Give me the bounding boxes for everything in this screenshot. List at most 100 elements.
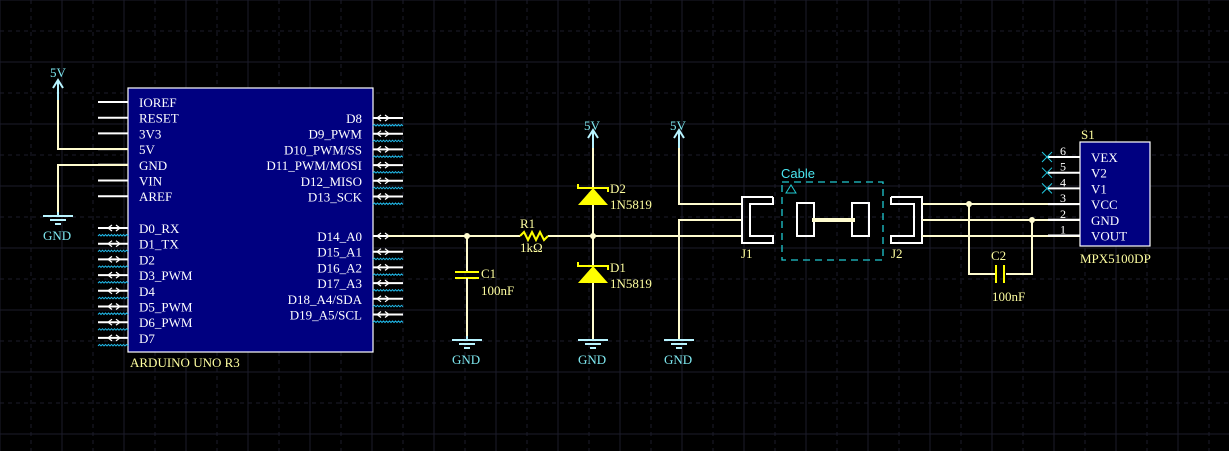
r1-designator: R1 <box>520 216 535 231</box>
pin-number: 3 <box>1060 191 1066 205</box>
arduino-pin[interactable]: D19_A5/SCL <box>290 308 404 324</box>
arduino-pin[interactable]: D4 <box>97 284 155 300</box>
bidir-io-icon <box>376 248 390 256</box>
pin-label: VEX <box>1091 150 1118 165</box>
arduino-pin[interactable]: D13_SCK <box>308 190 404 206</box>
arduino-pin[interactable]: IOREF <box>98 95 177 110</box>
r1-value: 1kΩ <box>520 240 543 255</box>
c2-designator: C2 <box>991 248 1006 263</box>
wire-j1-gnd[interactable] <box>678 219 742 340</box>
arduino-pin[interactable]: 3V3 <box>98 126 161 141</box>
no-connect-icon <box>1041 167 1053 179</box>
connector-j1[interactable]: J1 <box>741 196 774 261</box>
gnd-symbol-arduino[interactable]: GND <box>43 212 73 243</box>
arduino-pin[interactable]: D9_PWM <box>309 127 404 143</box>
gnd-label: GND <box>578 352 606 367</box>
arduino-pin[interactable]: AREF <box>98 189 172 204</box>
gnd-symbol-diode[interactable]: GND <box>578 339 608 367</box>
bidir-io-icon <box>107 334 121 342</box>
sensor-pin[interactable]: 6 VEX <box>1041 144 1118 165</box>
pin-label: D6_PWM <box>139 315 193 330</box>
squiggle <box>97 249 129 253</box>
pin-label: D1_TX <box>139 237 179 252</box>
pin-number: 6 <box>1060 144 1066 158</box>
arduino-pin[interactable]: D3_PWM <box>97 268 193 284</box>
bidir-io-icon <box>376 177 390 185</box>
arduino-pin[interactable]: D0_RX <box>97 221 180 237</box>
arduino-pin[interactable]: D17_A3 <box>317 276 404 292</box>
arduino-pin[interactable]: D1_TX <box>97 237 179 253</box>
vcc-label: 5V <box>50 65 67 80</box>
vcc-label: 5V <box>584 118 601 133</box>
bidir-io-icon <box>107 240 121 248</box>
bidir-io-icon <box>376 295 390 303</box>
pin-label: D11_PWM/MOSI <box>266 158 362 173</box>
arduino-pin[interactable]: D18_A4/SDA <box>288 292 404 308</box>
d1-designator: D1 <box>610 260 626 275</box>
bidir-io-icon <box>376 130 390 138</box>
pin-label: D4 <box>139 284 155 299</box>
pin-label: D16_A2 <box>317 260 362 275</box>
squiggle <box>372 139 404 143</box>
wire-j1-5v[interactable] <box>678 148 742 205</box>
pin-number: 2 <box>1060 207 1066 221</box>
arduino-pin[interactable]: D8 <box>346 111 404 127</box>
arduino-pin[interactable]: D5_PWM <box>97 300 193 316</box>
power-5v-arduino[interactable]: 5V <box>50 65 67 100</box>
arduino-pin[interactable]: D10_PWM/SS <box>284 142 404 159</box>
cable[interactable]: Cable <box>781 166 884 261</box>
d1-value: 1N5819 <box>610 276 652 291</box>
arduino-pin[interactable]: D7 <box>97 331 155 347</box>
sensor-body[interactable] <box>1079 141 1151 247</box>
diode-d2[interactable]: D2 1N5819 <box>577 181 652 212</box>
arduino-body[interactable] <box>127 87 374 353</box>
squiggle <box>372 202 404 206</box>
resistor-r1[interactable]: R1 1kΩ <box>519 216 549 255</box>
vcc-label: 5V <box>670 118 687 133</box>
d2-value: 1N5819 <box>610 197 652 212</box>
capacitor-c1[interactable]: C1 100nF <box>455 266 514 298</box>
squiggle <box>372 288 404 292</box>
power-5v-diode[interactable]: 5V <box>584 118 601 148</box>
squiggle <box>372 123 404 127</box>
pin-label: IOREF <box>139 95 177 110</box>
capacitor-c2[interactable]: C2 100nF <box>991 248 1025 304</box>
pin-label: VOUT <box>1091 229 1127 244</box>
arduino-pin[interactable]: D12_MISO <box>301 174 404 190</box>
squiggle <box>372 273 404 277</box>
pin-label: D10_PWM/SS <box>284 142 362 157</box>
arduino-pin[interactable]: D6_PWM <box>97 315 193 331</box>
diode-d1[interactable]: D1 1N5819 <box>577 260 652 291</box>
gnd-label: GND <box>664 352 692 367</box>
arduino-designator: ARDUINO UNO R3 <box>130 355 240 370</box>
arduino-pin[interactable]: D16_A2 <box>317 260 404 277</box>
arduino-pin[interactable]: D2 <box>97 252 155 269</box>
wire-gnd[interactable] <box>57 164 128 212</box>
gnd-symbol-j1[interactable]: GND <box>664 339 694 367</box>
pin-label: 5V <box>139 142 156 157</box>
arduino-pin[interactable]: RESET <box>98 111 179 126</box>
cable-label: Cable <box>781 166 815 181</box>
bidir-io-icon <box>376 161 390 169</box>
bidir-io-icon <box>107 287 121 295</box>
arduino-pin[interactable]: VIN <box>98 174 163 189</box>
no-connect-icon <box>1041 151 1053 163</box>
power-5v-j1[interactable]: 5V <box>670 118 687 148</box>
arduino-pin[interactable]: D11_PWM/MOSI <box>266 158 404 174</box>
gnd-symbol-c1[interactable]: GND <box>452 336 482 367</box>
connector-j2[interactable]: J2 <box>890 196 923 261</box>
pin-label: D3_PWM <box>139 268 193 283</box>
squiggle <box>372 155 404 159</box>
pin-label: D18_A4/SDA <box>288 292 363 307</box>
squiggle <box>372 186 404 190</box>
wire-5v[interactable] <box>57 100 128 150</box>
arduino-pin[interactable]: D15_A1 <box>317 245 404 261</box>
